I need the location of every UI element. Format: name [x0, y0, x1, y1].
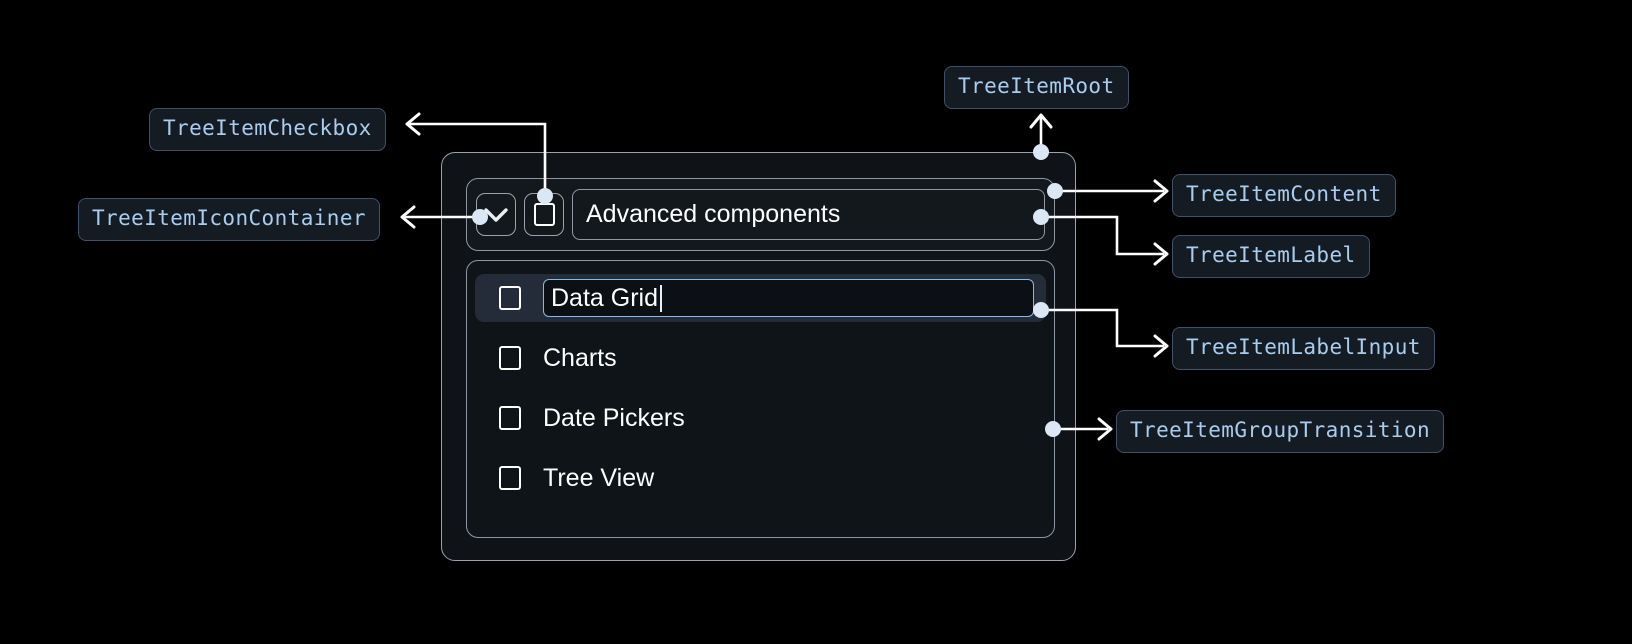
tree-item-row[interactable]: Date Pickers — [475, 394, 1046, 442]
tree-item-root[interactable]: Advanced components Data Grid Charts Dat… — [441, 152, 1076, 561]
tree-item-label[interactable]: Charts — [543, 343, 617, 372]
annotation-tree-item-root: TreeItemRoot — [944, 66, 1129, 109]
arrowhead-icon-container — [400, 205, 416, 229]
tree-item-icon-container[interactable] — [476, 193, 516, 236]
annotation-tree-item-label: TreeItemLabel — [1172, 235, 1370, 278]
tree-item-label-input[interactable]: Data Grid — [543, 279, 1034, 317]
tree-item-label[interactable]: Advanced components — [572, 189, 1045, 240]
tree-item-row[interactable]: Data Grid — [475, 274, 1046, 322]
tree-item-row[interactable]: Charts — [475, 334, 1046, 382]
text-caret — [659, 284, 662, 312]
arrowhead-content — [1153, 179, 1169, 203]
tree-item-row[interactable]: Tree View — [475, 454, 1046, 502]
arrowhead-label-input — [1153, 334, 1169, 358]
arrowhead-label — [1153, 242, 1169, 266]
arrowhead-group-transition — [1097, 417, 1113, 441]
annotation-tree-item-group-transition: TreeItemGroupTransition — [1116, 410, 1444, 453]
tree-item-label-input-value: Data Grid — [551, 283, 658, 312]
checkbox-unchecked-icon — [533, 203, 555, 226]
annotation-tree-item-checkbox: TreeItemCheckbox — [149, 108, 386, 151]
arrowhead-root — [1029, 113, 1053, 129]
tree-item-label[interactable]: Tree View — [543, 463, 655, 492]
chevron-down-icon — [483, 207, 509, 223]
tree-item-checkbox[interactable] — [499, 286, 521, 310]
arrowhead-checkbox — [405, 112, 421, 136]
annotation-tree-item-content: TreeItemContent — [1172, 174, 1396, 217]
tree-item-content[interactable]: Advanced components — [466, 178, 1055, 251]
annotation-tree-item-label-input: TreeItemLabelInput — [1172, 327, 1435, 370]
annotation-tree-item-icon-container: TreeItemIconContainer — [78, 198, 380, 241]
tree-item-checkbox[interactable] — [524, 193, 564, 236]
tree-item-label[interactable]: Date Pickers — [543, 403, 685, 432]
tree-item-checkbox[interactable] — [499, 406, 521, 430]
tree-item-checkbox[interactable] — [499, 346, 521, 370]
tree-item-checkbox[interactable] — [499, 466, 521, 490]
tree-item-group-transition: Data Grid Charts Date Pickers Tree View — [466, 260, 1055, 538]
